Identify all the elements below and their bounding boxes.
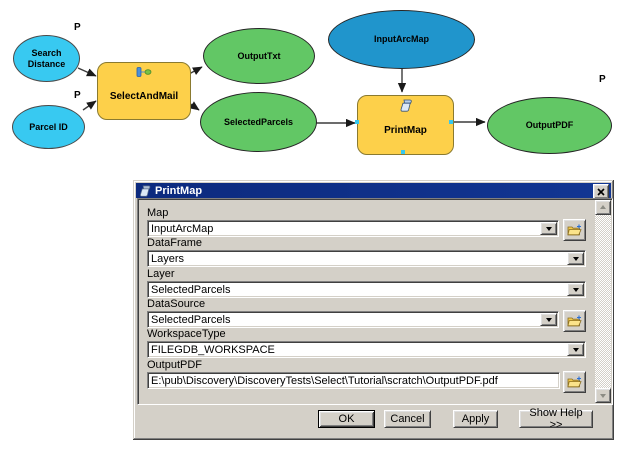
dataframe-combobox[interactable] (147, 250, 586, 267)
scroll-down-button[interactable] (595, 388, 611, 403)
close-icon (597, 187, 605, 196)
layer-combobox[interactable] (147, 281, 586, 298)
map-dropdown-button[interactable] (540, 222, 557, 235)
chevron-down-icon (572, 288, 579, 295)
datasource-value[interactable] (151, 313, 541, 326)
node-select-and-mail[interactable]: SelectAndMail (97, 62, 191, 120)
node-search-distance[interactable]: Search Distance (13, 35, 80, 82)
outputpdf-browse-button[interactable] (563, 371, 586, 393)
dialog-title: PrintMap (155, 184, 203, 197)
map-combobox[interactable] (147, 220, 559, 237)
node-label: OutputTxt (237, 50, 281, 61)
open-folder-icon (567, 376, 582, 388)
field-label-layer: Layer (147, 268, 175, 280)
layer-value[interactable] (151, 283, 568, 296)
node-label: OutputPDF (525, 120, 574, 131)
connection-handle (401, 150, 405, 154)
chevron-down-icon (572, 348, 579, 355)
node-parcel-id[interactable]: Parcel ID (12, 105, 85, 149)
node-selected-parcels[interactable]: SelectedParcels (200, 92, 317, 152)
node-label: PrintMap (384, 124, 427, 136)
chevron-down-icon (600, 394, 606, 401)
connection-handle (355, 120, 359, 124)
layer-dropdown-button[interactable] (567, 283, 584, 296)
node-label: Parcel ID (29, 121, 68, 132)
apply-button[interactable]: Apply (453, 410, 498, 428)
scroll-up-button[interactable] (595, 200, 611, 215)
panel-scrollbar[interactable] (595, 200, 611, 403)
script-icon (139, 185, 151, 197)
datasource-dropdown-button[interactable] (540, 313, 557, 326)
chevron-up-icon (600, 202, 606, 209)
node-input-arcmap[interactable]: InputArcMap (328, 10, 475, 69)
model-diagram: P P P Search Distance Parcel ID SelectAn… (0, 0, 628, 178)
outputpdf-textbox[interactable] (147, 372, 560, 389)
open-folder-icon (567, 315, 582, 327)
node-print-map[interactable]: PrintMap (357, 95, 454, 155)
datasource-combobox[interactable] (147, 311, 559, 328)
node-output-txt[interactable]: OutputTxt (203, 28, 315, 84)
outputpdf-value[interactable] (151, 374, 556, 387)
arrow-searchdistance-selectandmail (77, 67, 97, 77)
ok-button[interactable]: OK (318, 410, 375, 428)
node-label: SelectedParcels (223, 116, 294, 127)
param-marker-search-distance: P (74, 22, 81, 33)
param-marker-output-pdf: P (599, 74, 606, 85)
dataframe-value[interactable] (151, 252, 568, 265)
field-label-dataframe: DataFrame (147, 237, 203, 249)
arrow-parcelid-selectandmail (82, 100, 97, 111)
open-folder-icon (567, 224, 582, 236)
connection-handle (449, 120, 453, 124)
close-button[interactable] (593, 184, 609, 199)
node-label: InputArcMap (374, 34, 429, 45)
node-output-pdf[interactable]: OutputPDF (487, 97, 612, 154)
chevron-down-icon (545, 227, 552, 234)
script-tool-icon (400, 99, 412, 112)
parameter-panel: Map DataFrame (137, 198, 613, 405)
node-label: Search Distance (27, 48, 66, 69)
param-marker-parcel-id: P (74, 90, 81, 101)
chevron-down-icon (572, 257, 579, 264)
field-label-workspacetype: WorkspaceType (147, 328, 226, 340)
cancel-button[interactable]: Cancel (384, 410, 431, 428)
workspacetype-combobox[interactable] (147, 341, 586, 358)
workspacetype-dropdown-button[interactable] (567, 343, 584, 356)
datasource-browse-button[interactable] (563, 310, 586, 332)
map-browse-button[interactable] (563, 219, 586, 241)
workspacetype-value[interactable] (151, 343, 568, 356)
dataframe-dropdown-button[interactable] (567, 252, 584, 265)
chevron-down-icon (545, 318, 552, 325)
node-label: SelectAndMail (109, 90, 179, 102)
map-value[interactable] (151, 222, 541, 235)
dialog-titlebar[interactable]: PrintMap (136, 183, 611, 199)
field-label-datasource: DataSource (147, 298, 206, 310)
field-label-map: Map (147, 207, 169, 219)
show-help-button[interactable]: Show Help >> (519, 407, 593, 431)
printmap-dialog: PrintMap Map (133, 180, 614, 440)
field-label-outputpdf: OutputPDF (147, 359, 203, 371)
model-tool-icon (136, 66, 152, 79)
